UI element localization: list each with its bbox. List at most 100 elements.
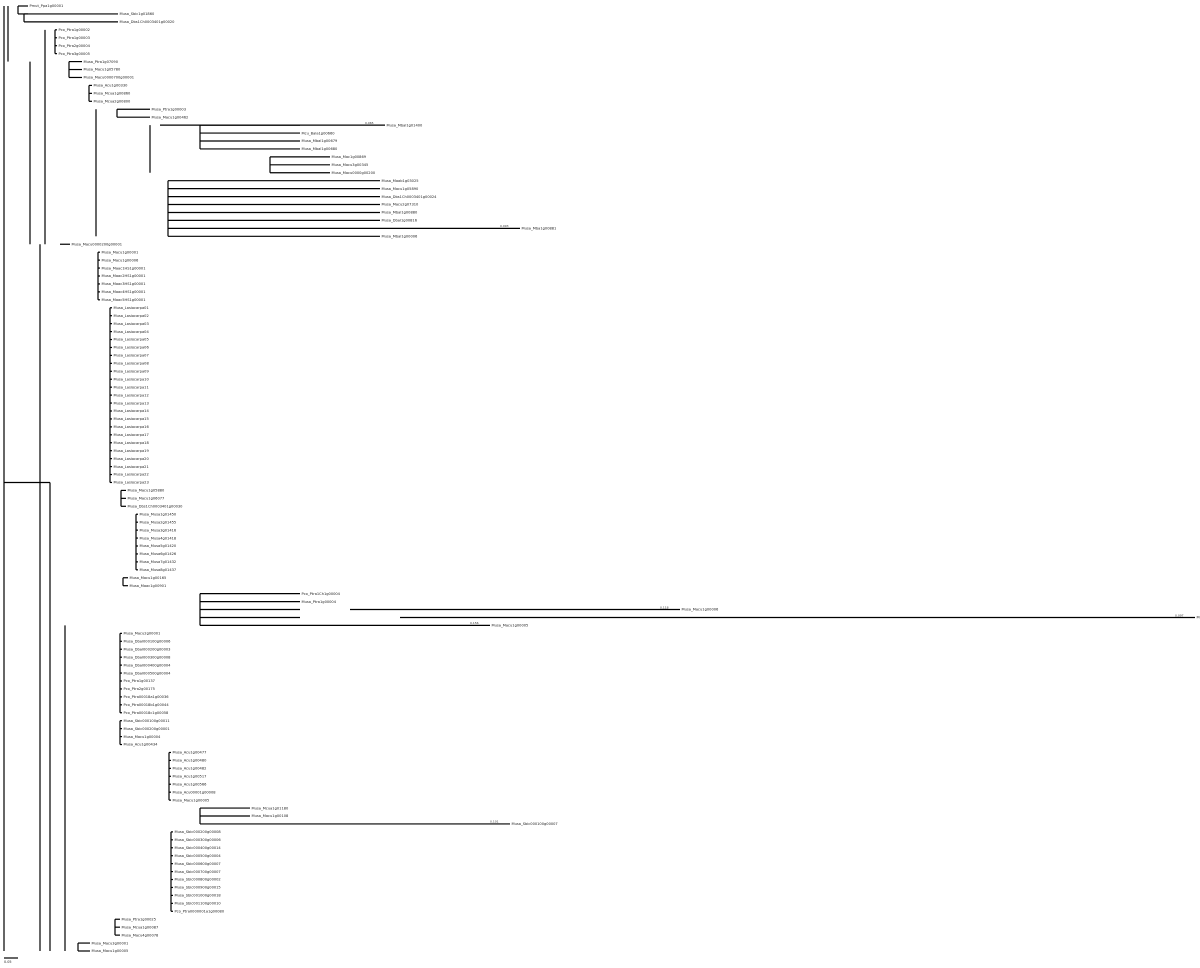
leaf-label: Musa_Musa3g01416 (140, 528, 177, 532)
leaf-label: Musa_Musa1g01450 (140, 512, 177, 516)
leaf-label: Musa_Macu1g05780 (84, 68, 122, 72)
leaf-label: Musa_Acu1g00482 (173, 767, 207, 771)
leaf-label: Musa_Sbic000700g00007 (175, 870, 221, 874)
leaf-label: Musa_Macu4g00078 (122, 933, 160, 937)
leaf-label: Musa_Lasiocarpa14 (114, 409, 150, 413)
leaf-label: Musa_Macu1g00006 (682, 608, 720, 612)
leaf-label: Musa_Acu1g00566 (173, 782, 208, 786)
leaf-label: Musa_Dbal000100g00006 (124, 639, 172, 643)
leaf-label: Musa_Mcua2g00800 (94, 99, 132, 103)
leaf-label: Musa_Lasiocarpa13 (114, 401, 149, 405)
branch-length-label: 0.097 (1175, 613, 1184, 617)
leaf-label: Musa_Sbic001100g00010 (175, 902, 222, 906)
leaf-label: Musa_Lasiocarpa20 (114, 457, 150, 461)
leaf-label: Musa_Lasiocarpa18 (114, 441, 150, 445)
leaf-label: Musa_Mbal1g00679 (302, 139, 339, 143)
leaf-label: Musa_Lasiocarpa03 (114, 322, 149, 326)
leaf-label: Pco_Ptra00018a1g00036 (124, 695, 170, 699)
leaf-label: Musa_Sbic000400g00014 (175, 846, 222, 850)
leaf-label: Pco_Ptra00018b1g00044 (124, 703, 170, 707)
leaf-label: Pco_Ptra2g00004 (59, 44, 91, 48)
leaf-label: Musa_Sbic000200g00008 (175, 830, 222, 834)
leaf-label: Musa_Lasiocarpa06 (114, 346, 150, 350)
leaf-label: Musa_Macu1g00004 (124, 735, 162, 739)
leaf-label: Musa_Acu1g00477 (173, 751, 207, 755)
branch-length-label: 0.156 (470, 621, 479, 625)
leaf-label: Musa_Macu0000700g00001 (84, 76, 135, 80)
leaf-label: Musa_Lasiocarpa08 (114, 362, 150, 366)
leaf-label: Musa_Macu2g07310 (382, 203, 420, 207)
leaf-label: Musa_Mcua1g00087 (122, 925, 159, 929)
leaf-label: Musa_Musa2g01455 (140, 520, 177, 524)
branch-length-label: 0.065 (365, 121, 374, 125)
leaf-label: Musa_Sbic000900g00015 (175, 886, 221, 890)
leaf-label: Musa_Mac1g00869 (332, 155, 367, 159)
leaf-label: Musa_Maac1g00901 (130, 584, 167, 588)
leaf-label: Mcu_Bala1g00660 (302, 131, 336, 135)
leaf-label: Pco_Ptra2g00175 (124, 687, 155, 691)
leaf-label: Musa_Dbs1Ch0003401g00030 (128, 504, 184, 508)
leaf-label: Musa_Macu1g00001 (102, 250, 139, 254)
leaf-label: Musa_Lasiocarpa04 (114, 330, 150, 334)
branch-length-label: 0.093 (500, 224, 509, 228)
leaf-label: Musa_Sbic000100g00011 (124, 719, 170, 723)
leaf-label: Musa_Lasiocarpa16 (114, 425, 150, 429)
leaf-label: Pco_Ptra1g00003 (59, 36, 90, 40)
leaf-label: Musa_Macu1g00108 (252, 814, 290, 818)
leaf-label: Musa_Musa6g01426 (140, 552, 177, 556)
leaf-label: Musa_Musa5g01420 (140, 544, 177, 548)
leaf-label: Musa_Dbal1g00816 (382, 219, 418, 223)
leaf-label: Musa_Ptra1g00025 (122, 917, 157, 921)
leaf-label: Musa_Lasiocarpa15 (114, 417, 149, 421)
leaf-label: Musa_Lasiocarpa11 (114, 385, 149, 389)
leaf-label: Musa_Lasiocarpa10 (114, 377, 150, 381)
leaf-label: Musa_Maac4HS1g00001 (102, 290, 146, 294)
leaf-label: Musa_Mbal1g01400 (387, 123, 424, 127)
leaf-label: Musa_Sbic000500g00004 (175, 854, 222, 858)
leaf-label: Musa_Lasiocarpa07 (114, 354, 149, 358)
leaf-label: Musa_Macu2g00001 (124, 632, 161, 636)
leaf-label: Musa_Mbal1g00006 (382, 234, 419, 238)
leaf-label: Musa_Macu1g00006 (102, 258, 140, 262)
leaf-label: Musa_Lasiocarpa05 (114, 338, 149, 342)
leaf-label: Musa_Lasiocarpa23 (114, 481, 149, 485)
leaf-label: Musa_Ptra1g07090 (84, 60, 119, 64)
leaf-label: Musa_Maac1HS1g00001 (102, 266, 146, 270)
leaf-label: Musa_Sbic000200g00001 (124, 727, 170, 731)
leaf-label: Musa_Ptra1g00003 (152, 107, 187, 111)
leaf-label: Musa_Musa8g01437 (140, 568, 177, 572)
leaf-label: Musa_Ptra1g00004 (302, 600, 337, 604)
leaf-label: Musa_Macu3g00001 (92, 941, 129, 945)
leaf-label: Musa_Acu1g00480 (173, 759, 208, 763)
leaf-label: Musa_Sbic000800g00002 (175, 878, 221, 882)
leaf-label: Musa_Maac5HS1g00001 (102, 298, 146, 302)
leaf-label: Pco_Ptra00018c1g00058 (124, 711, 170, 715)
leaf-label: Pmut_Ppa1g00001 (30, 4, 64, 8)
scale-bar-label: 0.05 (4, 960, 12, 964)
leaf-label: Musa_Macu3g00345 (332, 163, 369, 167)
leaf-label: Musa_Macu4g00003 (1197, 616, 1200, 620)
leaf-label: Pco_Ptra0000001a1g00080 (175, 909, 225, 913)
leaf-label: Musa_Dbal000300g00008 (124, 655, 172, 659)
leaf-label: Pco_Ptra1g00002 (59, 28, 90, 32)
leaf-label: Musa_Mbal1g00680 (302, 147, 339, 151)
leaf-label: Musa_Lasiocarpa19 (114, 449, 150, 453)
leaf-label: Musa_Macu1g05890 (382, 187, 420, 191)
leaf-label: Musa_Acu00001g00008 (173, 790, 217, 794)
leaf-label: Musa_Lasiocarpa21 (114, 465, 149, 469)
leaf-label: Musa_Acu1g00434 (124, 743, 159, 747)
leaf-label: Musa_Mba1g00881 (522, 227, 557, 231)
leaf-label: Musa_Lasiocarpa09 (114, 369, 150, 373)
leaf-label: Musa_Mbal1g00880 (382, 211, 419, 215)
leaf-label: Musa_Macu1g05880 (128, 489, 166, 493)
leaf-label: Pco_Ptra1Ch1g00004 (302, 592, 341, 596)
leaf-label: Musa_Dbal000500g00004 (124, 671, 172, 675)
leaf-label: Musa_Maac3HS1g00001 (102, 282, 146, 286)
leaf-label: Musa_Macu1g00005 (173, 798, 210, 802)
leaf-label: Musa_Musa4g01418 (140, 536, 177, 540)
leaf-label: Musa_Lasiocarpa02 (114, 314, 149, 318)
leaf-label: Musa_Sbic000100g00007 (512, 822, 558, 826)
leaf-label: Musa_Maac2HS1g00001 (102, 274, 146, 278)
branch-length-label: 0.101 (490, 820, 499, 824)
